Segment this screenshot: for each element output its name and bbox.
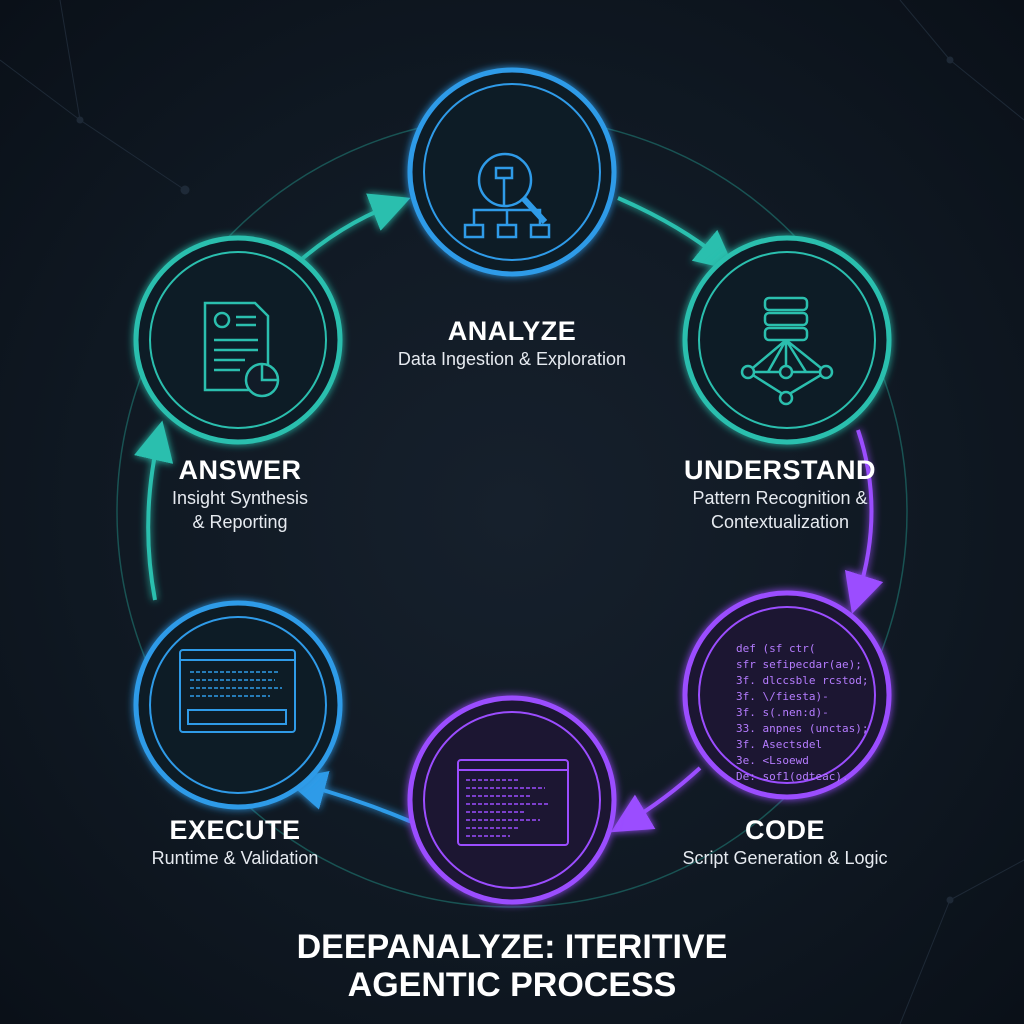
step-subtitle: Script Generation & Logic [682,848,888,868]
code-editor-icon [457,759,569,846]
diagram-title: DEEPANALYZE: ITERITIVE AGENTIC PROCESS [0,928,1024,1004]
step-subtitle: Contextualization [710,512,850,532]
step-understand-label: UNDERSTAND Pattern Recognition & Context… [684,455,876,534]
step-subtitle: Pattern Recognition & [692,488,868,508]
title-line-1: DEEPANALYZE: ITERITIVE [296,928,728,966]
flowchart-magnifier-icon [463,152,551,239]
step-subtitle: & Reporting [192,512,288,532]
step-analyze-label: ANALYZE Data Ingestion & Exploration [398,316,626,371]
terminal-window-icon [179,649,296,733]
arrow-code-bottom [610,766,702,833]
step-title: ANALYZE [447,316,577,346]
runtime-node[interactable] [133,600,343,810]
step-title: ANSWER [178,455,302,485]
code-node[interactable] [682,590,892,800]
execute-node[interactable] [407,695,617,905]
arrow-answer-analyze [293,193,411,267]
code-line: 3f. dlccsble rcstod; [736,674,869,687]
database-network-icon [740,296,834,406]
step-answer-label: ANSWER Insight Synthesis & Reporting [172,455,308,534]
arrow-bottom-execute [285,770,413,824]
code-snippet: def (sf ctr( sfr sefipecdar(ae); 3f. dlccs… [736,641,868,785]
code-line: 3f. \/fiesta)- [736,690,829,703]
arrow-execute-answer [134,420,174,601]
step-subtitle: Runtime & Validation [151,848,319,868]
code-line: sfr sefipecdar(ae); [736,658,862,671]
flow-arrows [134,193,884,833]
title-line-2: AGENTIC PROCESS [347,966,677,1004]
arrow-understand-code [844,429,884,615]
step-title: EXECUTE [169,815,301,845]
step-subtitle: Data Ingestion & Exploration [397,349,627,369]
code-line: 33. anpnes (unctas); [736,722,869,735]
step-title: CODE [744,815,825,845]
code-line: De: sof1(odteac). [736,770,849,783]
step-execute-label: EXECUTE Runtime & Validation [152,815,319,870]
code-line: 3f. s(.nen:d)- [736,706,829,719]
code-line: def (sf ctr( [736,642,816,655]
arrow-analyze-understand [617,196,736,271]
step-code-label: CODE Script Generation & Logic [682,815,887,870]
step-title: UNDERSTAND [684,455,876,485]
code-line: 3f. Asectsdel [736,738,823,751]
report-document-icon [203,301,280,398]
step-subtitle: Insight Synthesis [171,488,309,508]
code-line: 3e. <Lsoewd [736,754,809,767]
